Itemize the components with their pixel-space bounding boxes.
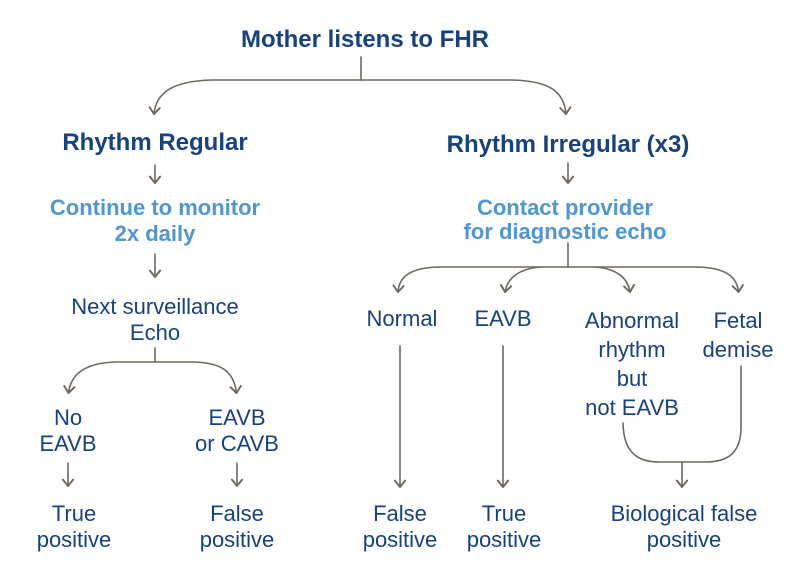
node-contact-provider: Contact provider for diagnostic echo <box>464 196 667 244</box>
no-eavb-line-2: EAVB <box>39 431 97 456</box>
node-true-positive-right: True positive <box>467 501 542 553</box>
node-continue-monitor: Continue to monitor 2x daily <box>50 195 260 247</box>
surveillance-echo-line-1: Next surveillance <box>71 294 239 319</box>
contact-provider-line-2: for diagnostic echo <box>463 219 667 244</box>
abnormal-line-1: Abnormal <box>584 308 680 333</box>
abnormal-line-2: rhythm <box>598 337 666 362</box>
node-fetal-demise: Fetal demise <box>703 306 774 364</box>
node-false-positive-left: False positive <box>200 501 275 553</box>
continue-monitor-line-2: 2x daily <box>114 221 196 246</box>
true-positive-right-line-1: True <box>481 501 527 526</box>
normal-text: Normal <box>366 306 438 331</box>
eavb-right-text: EAVB <box>474 306 532 331</box>
connector-merge-abnormal-fetal <box>622 365 742 463</box>
false-positive-left-line-2: positive <box>199 527 275 552</box>
true-positive-left-line-1: True <box>51 501 97 526</box>
node-true-positive-left: True positive <box>37 501 112 553</box>
contact-provider-line-1: Contact provider <box>476 195 654 220</box>
arrow-contact-to-abnormal <box>595 266 636 293</box>
arrow-echo-to-no-eavb <box>63 361 156 394</box>
node-rhythm-regular: Rhythm Regular <box>62 129 247 157</box>
no-eavb-line-1: No <box>53 405 83 430</box>
biological-line-2: positive <box>646 527 722 552</box>
true-positive-left-line-2: positive <box>36 527 112 552</box>
biological-line-1: Biological false <box>610 501 758 526</box>
rhythm-irregular-text: Rhythm Irregular (x3) <box>446 131 690 158</box>
connector-title-to-irregular <box>360 79 572 115</box>
rhythm-regular-text: Rhythm Regular <box>62 129 248 156</box>
abnormal-line-4: not EAVB <box>585 395 679 420</box>
eavb-or-cavb-line-1: EAVB <box>208 405 266 430</box>
node-biological-false-positive: Biological false positive <box>611 501 758 553</box>
node-eavb-right: EAVB <box>474 306 531 332</box>
node-eavb-or-cavb: EAVB or CAVB <box>195 405 279 457</box>
title-text: Mother listens to FHR <box>240 26 490 53</box>
surveillance-echo-line-2: Echo <box>129 320 181 345</box>
node-rhythm-irregular: Rhythm Irregular (x3) <box>447 131 690 159</box>
continue-monitor-line-1: Continue to monitor <box>49 195 261 220</box>
node-surveillance-echo: Next surveillance Echo <box>71 294 239 346</box>
fetal-demise-line-2: demise <box>702 337 774 362</box>
false-positive-right-line-1: False <box>373 501 427 526</box>
node-abnormal-rhythm: Abnormal rhythm but not EAVB <box>585 306 679 422</box>
false-positive-right-line-2: positive <box>362 527 438 552</box>
arrow-echo-to-eavb-cavb <box>154 361 242 394</box>
node-false-positive-right: False positive <box>363 501 438 553</box>
true-positive-right-line-2: positive <box>466 527 542 552</box>
fetal-demise-line-1: Fetal <box>713 308 763 333</box>
arrow-contact-to-normal <box>392 266 569 293</box>
connector-title-to-regular <box>148 79 362 115</box>
abnormal-line-3: but <box>616 366 648 391</box>
false-positive-left-line-1: False <box>210 501 264 526</box>
eavb-or-cavb-line-2: or CAVB <box>195 431 279 456</box>
node-title: Mother listens to FHR <box>241 26 489 54</box>
node-normal: Normal <box>367 306 438 332</box>
arrow-contact-to-fetal-demise <box>567 266 744 293</box>
node-no-eavb: No EAVB <box>39 405 96 457</box>
arrow-contact-to-eavb <box>499 266 541 293</box>
